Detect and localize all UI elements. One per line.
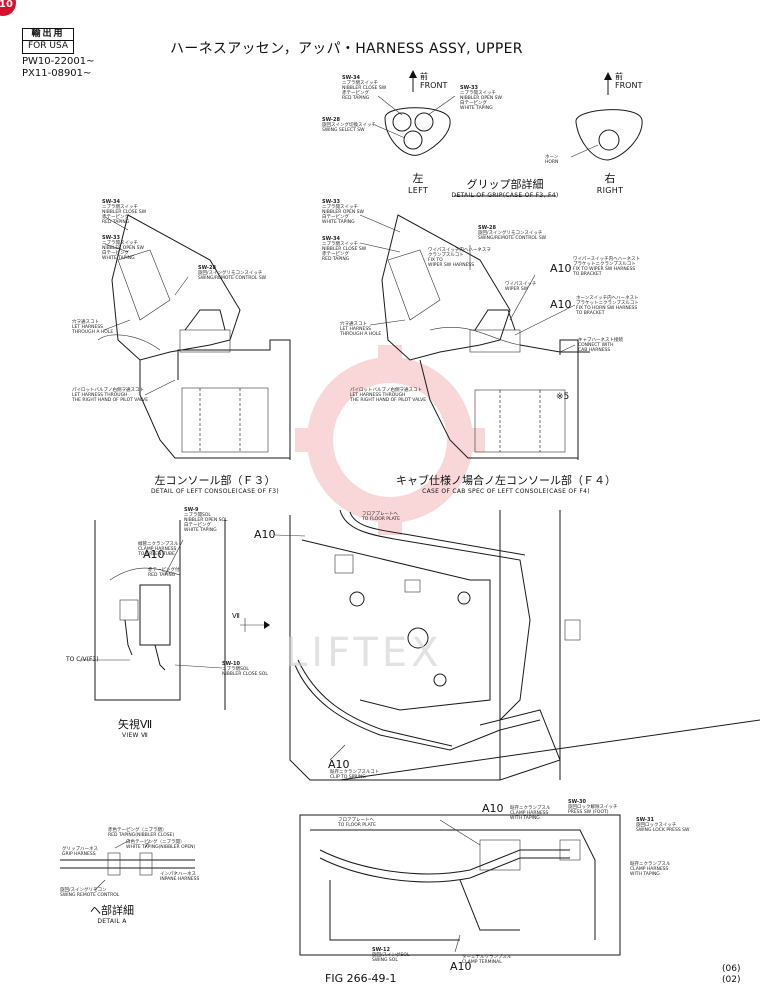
- grip-right-drawing: [570, 72, 643, 161]
- serial-list: PW10-22001~ PX11-08901~: [22, 56, 94, 80]
- view7-to-label: TO C/V(F3): [66, 656, 99, 663]
- region-jp: 輸出用: [23, 29, 73, 41]
- grip-left-drawing: [374, 70, 456, 156]
- a10-f4-lower: A10: [550, 298, 572, 311]
- figure-label: FIG 266-49-1: [325, 972, 397, 985]
- view7-drawing: [80, 520, 226, 710]
- bottom-view-drawing: [299, 814, 621, 956]
- a10-main-upper: A10: [254, 528, 276, 541]
- region-en: FOR USA: [28, 41, 68, 51]
- page-title: ハーネスアッセン，アッパ・HARNESS ASSY, UPPER: [170, 41, 523, 57]
- revision-2: (02): [722, 975, 741, 985]
- a10-view7: A10: [143, 548, 165, 561]
- a10-bottom-upper: A10: [482, 802, 504, 815]
- f4-caption: キャブ仕様ノ場合ノ左コンソール部（Ｆ４）CASE OF CAB SPEC OF …: [396, 474, 616, 495]
- f3-console-drawing: [97, 214, 291, 460]
- watermark-gear-icon: [295, 345, 485, 535]
- revision-1: (06): [722, 964, 741, 974]
- detaila-label-red: 赤色テーピング（ニブラ閉）RED TAPING(NIBBLER CLOSE): [108, 828, 175, 838]
- revision-list: (06) (02): [722, 964, 740, 986]
- a10-main-lower: A10: [328, 758, 350, 771]
- main-arrow-label: Ⅶ: [232, 612, 240, 620]
- detail-a-drawing: [60, 839, 195, 891]
- page-badge: 10: [0, 0, 16, 16]
- detaila-label-white: 白色テーピング（ニブラ開）WHITE TAPING(NIBBLER OPEN): [126, 840, 196, 850]
- f3-caption: 左コンソール部（Ｆ３）DETAIL OF LEFT CONSOLE(CASE O…: [151, 474, 279, 495]
- f4-console-drawing: [359, 214, 590, 460]
- a10-bottom-lower: A10: [450, 960, 472, 973]
- f4-mark: ※5: [556, 392, 570, 402]
- main-frame-drawing: [240, 509, 760, 781]
- region-box: 輸出用 FOR USA: [22, 28, 74, 54]
- serial-1: PW10-22001~: [22, 56, 95, 67]
- a10-f4-upper: A10: [550, 262, 572, 275]
- serial-2: PX11-08901~: [22, 68, 92, 79]
- watermark-text: LIFTEX: [285, 630, 443, 676]
